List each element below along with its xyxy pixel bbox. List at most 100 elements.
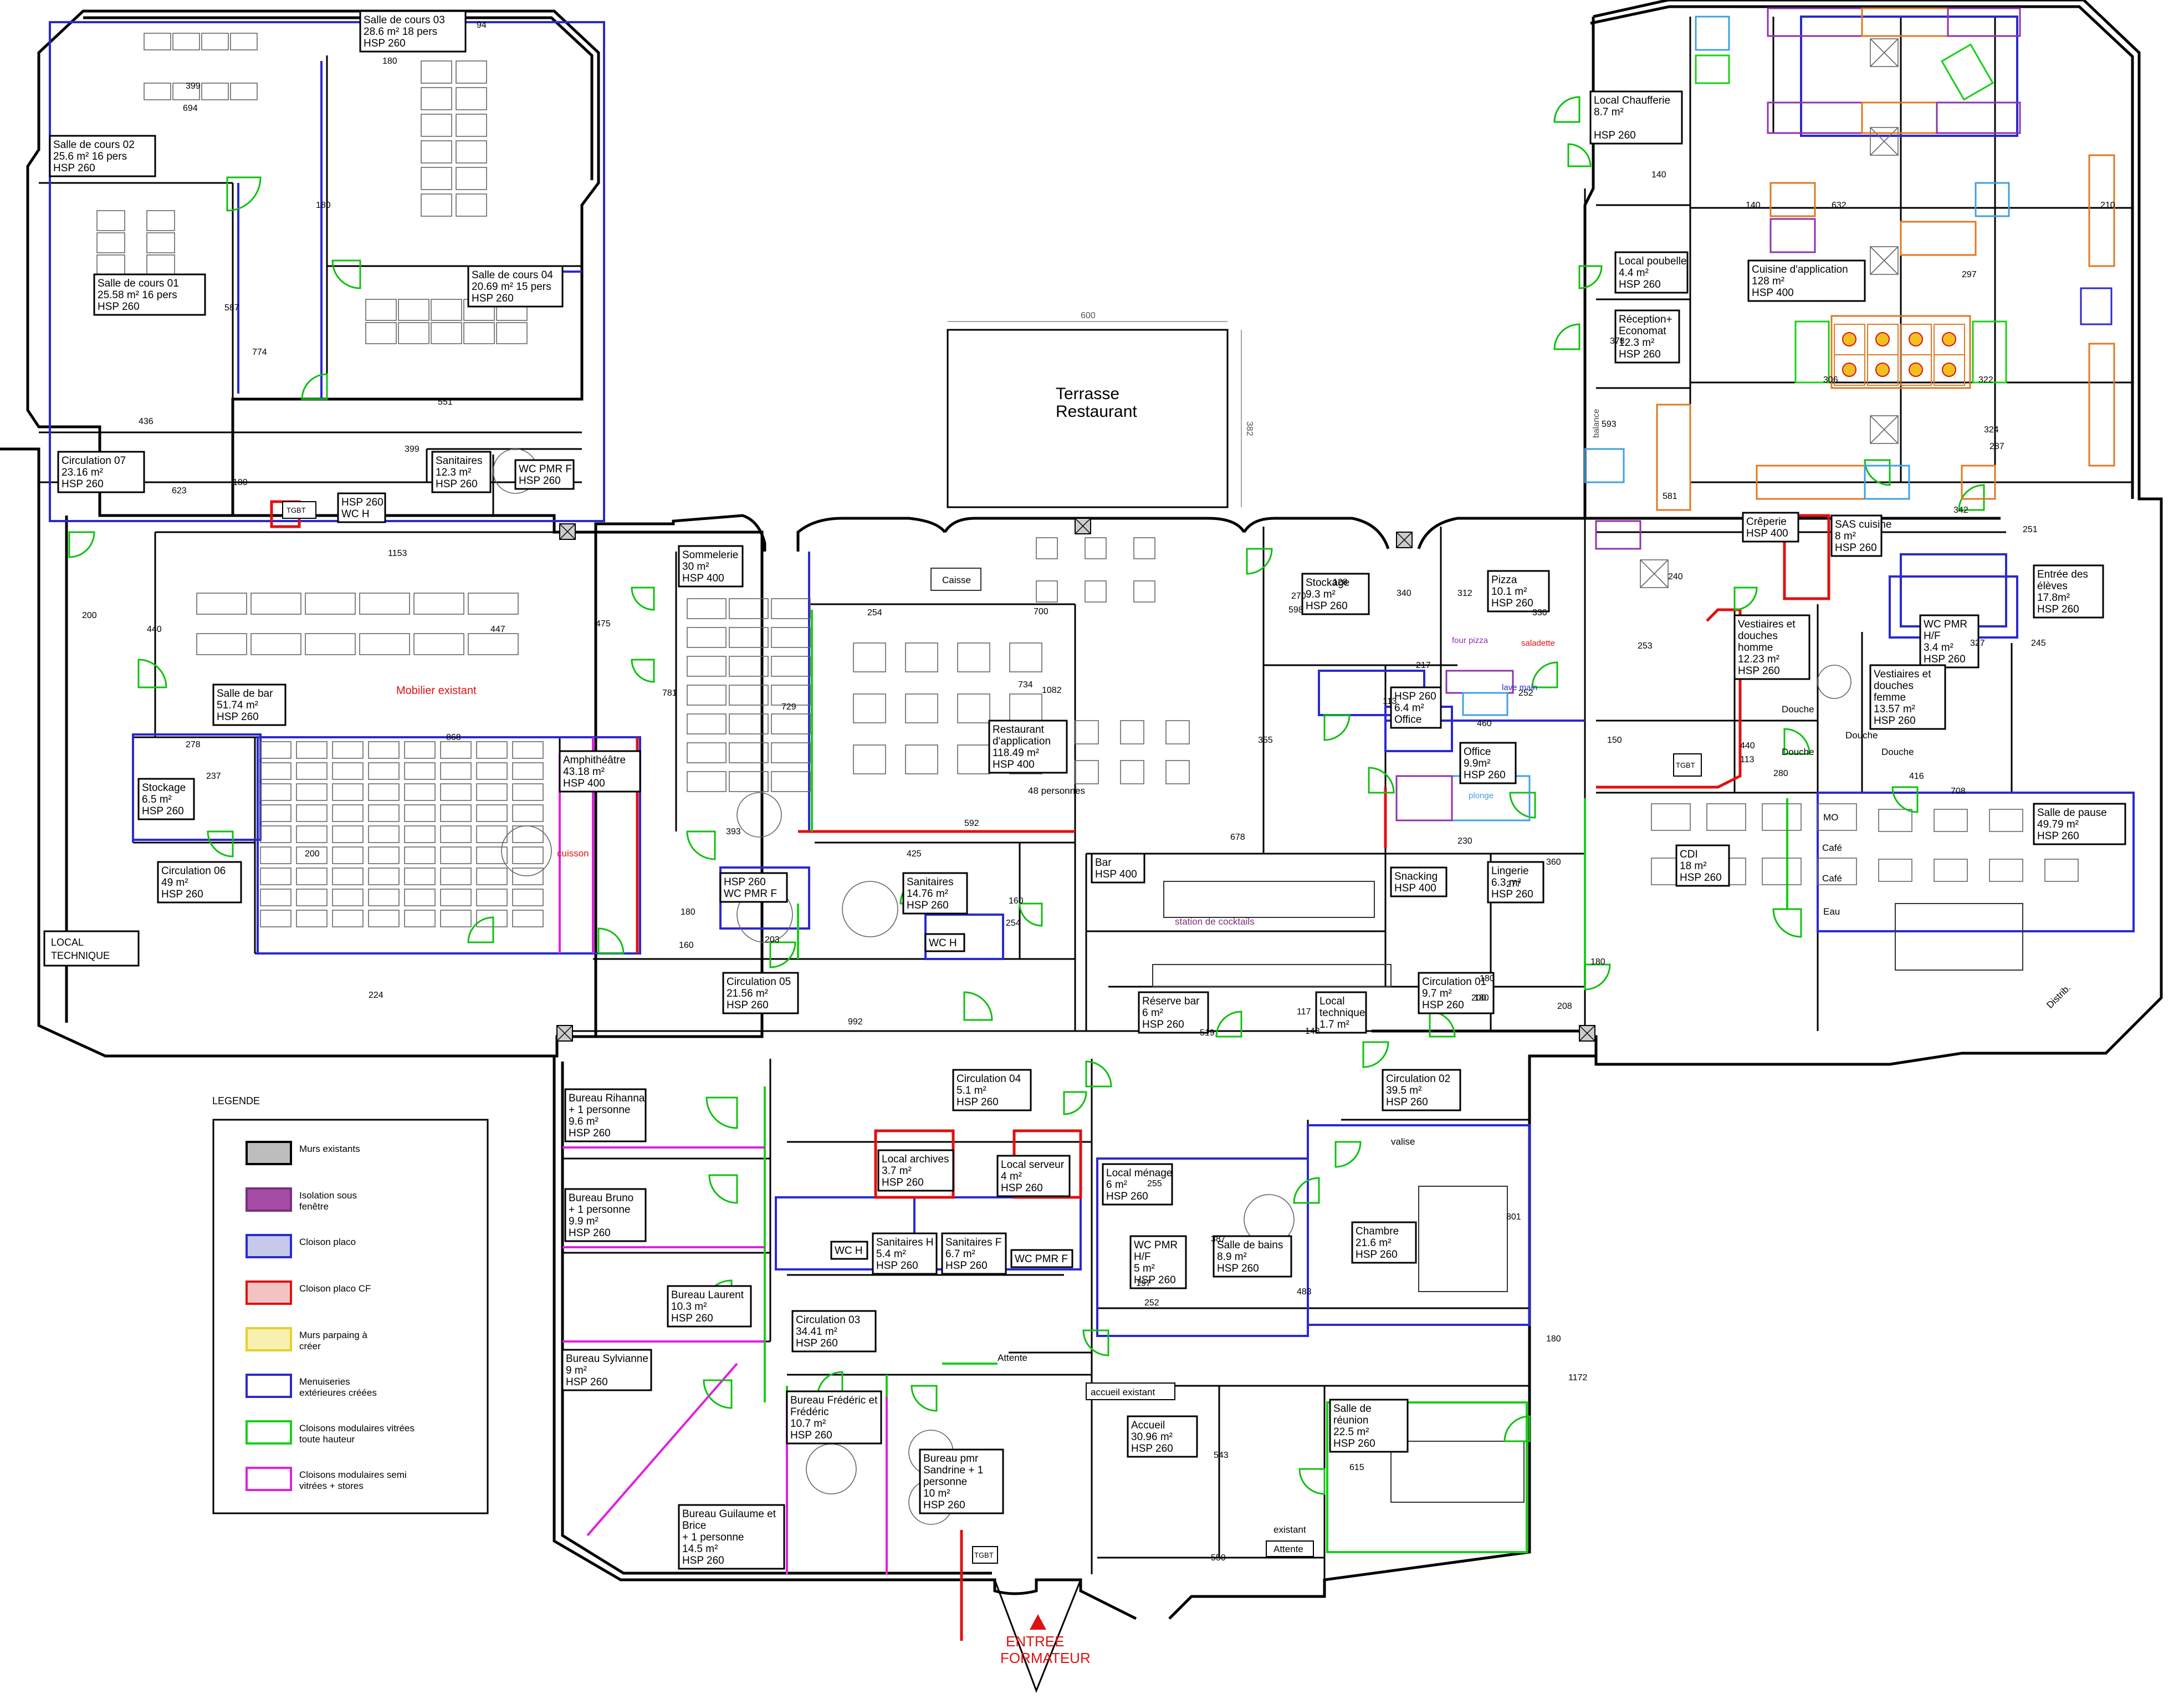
hood-mark [1870,415,1899,444]
room-label-line: HSP 260 [217,711,259,723]
legend-label: Cloison placo [299,1237,356,1247]
room-label-line: WC H [929,937,957,949]
room-label-line: HSP 260 [1131,1443,1173,1455]
room-label-line: HSP 260 [1001,1182,1043,1194]
column-cross [1075,518,1091,534]
room-label-line: Bureau pmr [923,1453,979,1465]
room-label-line: élèves [2037,580,2068,592]
seat-mark [296,741,328,759]
room-label-line: Salle de cours 01 [98,278,179,289]
seat-mark [512,783,544,801]
room-label-line: Circulation 07 [62,455,126,467]
hood-cross [1640,559,1669,588]
table-mark [1934,809,1968,832]
room-label-wcpmrF3: WC PMR F [1010,1249,1073,1268]
room-label-line: Bureau Bruno [569,1192,633,1204]
table-mark [853,693,886,723]
dimension-label: 140 [1651,170,1666,180]
room-label-line: Réserve bar [1142,996,1200,1007]
legend-swatch [245,1374,292,1398]
column-cross [1396,532,1413,548]
attente-label: Attente [998,1353,1027,1363]
table-mark [144,83,171,100]
door-swing [1503,1415,1531,1442]
room-label-line: 4.4 m² [1619,267,1649,279]
room-label-line: Sanitaires [907,876,954,888]
room-label-line: 17.8m² [2037,592,2070,604]
room-label-line: 9.6 m² [569,1116,599,1127]
terrace-dim-w: 600 [1081,311,1096,320]
door-swing [705,1096,738,1129]
room-label-line: Sanitaires H [876,1237,934,1248]
table-mark [1133,537,1155,559]
existant-label: existant [1273,1524,1306,1535]
legend-label: extérieures créées [299,1387,377,1398]
door-swing [963,991,993,1021]
seat-mark [332,910,364,927]
room-label-line: personne [923,1476,967,1488]
door-swings [68,96,1985,1495]
door-swing [207,830,234,858]
door-swing [769,941,796,968]
table-mark [96,232,125,253]
burner-mark [1942,363,1956,377]
table-mark [421,167,452,190]
table-mark [456,193,487,217]
seat-mark [476,846,508,864]
room-label-line: HSP 260 [161,889,203,900]
seat-mark [404,868,436,885]
room-label-line: 6 m² [1142,1007,1163,1019]
room-label-line: 12.3 m² [436,467,471,478]
room-label-line: HSP 260 [569,1127,611,1139]
dimension-label: 224 [369,991,383,1000]
douche-1-label: Douche [1782,704,1814,715]
table-mark [230,33,258,50]
room-label-line: WC PMR F [1015,1253,1068,1265]
room-label-line: HSP 260 [62,478,104,490]
four-pizza-label: four pizza [1452,636,1489,645]
table-mark [468,593,519,615]
local-tech-label-2: TECHNIQUE [51,950,110,961]
door-swing [1733,586,1758,611]
room-label-line: HSP 260 [682,1555,724,1567]
room-label-line: Office [1394,714,1421,726]
dimension-label: 436 [139,417,154,426]
room-label-line: 18 m² [1680,860,1707,872]
seat-mark [260,804,291,822]
burner-mark [1875,332,1890,346]
legend-label: créer [299,1341,321,1351]
room-label-line: HSP 260 [341,497,383,508]
seat-mark [404,910,436,927]
seat-mark [404,825,436,843]
table-mark [729,656,769,677]
room-label-line: 6.5 m² [142,794,172,805]
seat-mark [512,825,544,843]
room-label-line: Circulation 01 [1422,976,1486,988]
room-label-line: HSP 260 [1491,889,1533,900]
door-swing [1063,1091,1087,1115]
dimension-label: 203 [765,935,780,945]
seat-mark [440,741,472,759]
seat-mark [476,825,508,843]
table-mark [771,598,811,619]
column-cross [556,1025,573,1042]
table-mark [729,713,769,734]
dimension-label: 150 [1607,736,1622,745]
room-label-line: HSP 260 [1680,872,1722,884]
table-mark [1036,537,1058,559]
room-label-line: Salle de bar [217,688,273,700]
seat-mark [368,762,400,780]
table-mark [687,771,727,792]
room-label-wcH3: WC H [830,1241,868,1260]
dimension-label: 94 [477,21,487,30]
room-label-line: Chambre [1356,1226,1399,1237]
table-mark [431,299,462,321]
entrance-line-2: FORMATEUR [1000,1650,1091,1666]
room-label-line: HSP 260 [727,999,769,1011]
door-swing [226,176,262,212]
legend-title: LEGENDE [212,1095,260,1106]
